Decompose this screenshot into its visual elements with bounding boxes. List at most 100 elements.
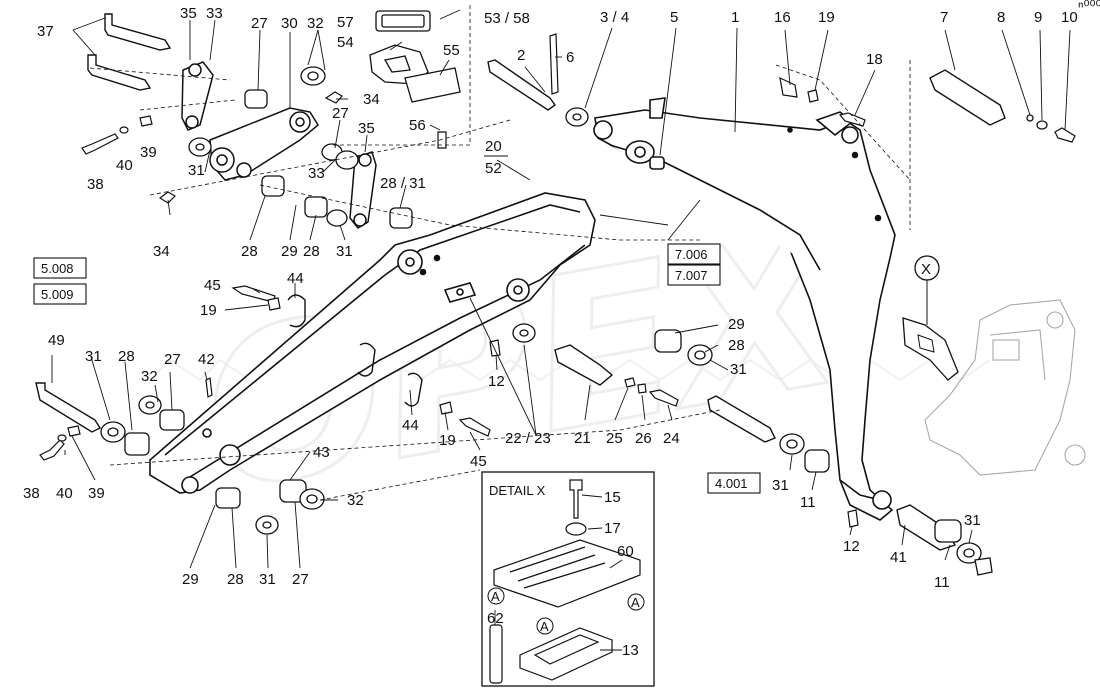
callout-57: 57 xyxy=(337,14,354,31)
callout-28: 28 xyxy=(241,243,258,260)
reference-boxes xyxy=(33,243,761,494)
callout-31: 31 xyxy=(188,162,205,179)
callout-11: 11 xyxy=(934,574,950,591)
callout-33: 33 xyxy=(308,165,325,182)
callout-31: 31 xyxy=(772,477,789,494)
callout-62: 62 xyxy=(487,610,504,627)
callout-20: 20 xyxy=(485,138,502,155)
callout-8: 8 xyxy=(997,9,1005,26)
callout-35: 35 xyxy=(180,5,197,22)
callout-45: 45 xyxy=(470,453,487,470)
callout-24: 24 xyxy=(663,430,680,447)
callout-9: 9 xyxy=(1034,9,1042,26)
callout-6: 6 xyxy=(566,49,574,66)
callout-28: 28 xyxy=(118,348,135,365)
guard-parts xyxy=(369,10,461,103)
callout-7: 7 xyxy=(940,9,948,26)
callout-32: 32 xyxy=(307,15,324,32)
callout-43: 43 xyxy=(313,444,330,461)
callout-27: 27 xyxy=(332,105,349,122)
view-mark-a-3: A xyxy=(631,595,640,610)
callout-26: 26 xyxy=(635,430,652,447)
view-mark-a-2: A xyxy=(540,619,549,634)
view-mark-a-1: A xyxy=(491,589,500,604)
callout-10: 10 xyxy=(1061,9,1078,26)
callout-30: 30 xyxy=(281,15,298,32)
ref-box-4001: 4.001 xyxy=(715,476,748,491)
bucket-ghost xyxy=(924,299,1086,476)
callout-40: 40 xyxy=(116,157,133,174)
callout-28-31: 28 / 31 xyxy=(380,175,426,192)
callout-40: 40 xyxy=(56,485,73,502)
callout-16: 16 xyxy=(774,9,791,26)
callout-31: 31 xyxy=(259,571,276,588)
callout-32: 32 xyxy=(141,368,158,385)
callout-1: 1 xyxy=(731,9,739,26)
main-boom xyxy=(593,97,896,521)
detail-x-marker-text: X xyxy=(921,261,931,278)
callout-38: 38 xyxy=(87,176,104,193)
callout-31: 31 xyxy=(336,243,353,260)
callout-60: 60 xyxy=(617,543,634,560)
detail-x-marker: X xyxy=(902,255,959,381)
callout-45: 45 xyxy=(204,277,221,294)
ref-box-7006: 7.006 xyxy=(675,247,708,262)
callout-32: 32 xyxy=(347,492,364,509)
callout-39: 39 xyxy=(140,144,157,161)
dipper-arm xyxy=(149,192,596,494)
callout-27: 27 xyxy=(251,15,268,32)
callout-37: 37 xyxy=(37,23,54,40)
callout-29: 29 xyxy=(182,571,199,588)
callout-29: 29 xyxy=(728,316,745,333)
callout-19: 19 xyxy=(818,9,835,26)
detail-x-box: DETAIL X A A A xyxy=(481,471,655,687)
callout-39: 39 xyxy=(88,485,105,502)
callout-29: 29 xyxy=(281,243,298,260)
linkage-assembly xyxy=(181,61,377,229)
callout-52: 52 xyxy=(485,160,502,177)
callout-54: 54 xyxy=(337,34,354,51)
callout-21: 21 xyxy=(574,430,591,447)
callout-27: 27 xyxy=(164,351,181,368)
detail-x-title: DETAIL X xyxy=(489,483,546,498)
callout-44: 44 xyxy=(287,270,304,287)
callout-42: 42 xyxy=(198,351,215,368)
callout-49: 49 xyxy=(48,332,65,349)
callout-17: 17 xyxy=(604,520,621,537)
callout-28: 28 xyxy=(227,571,244,588)
callout-13: 13 xyxy=(622,642,639,659)
callout-19: 19 xyxy=(439,432,456,449)
leader-lines xyxy=(51,9,1071,651)
callout-12: 12 xyxy=(488,373,505,390)
callout-34: 34 xyxy=(363,91,380,108)
callout-28: 28 xyxy=(303,243,320,260)
callout-31: 31 xyxy=(85,348,102,365)
ref-box-7007: 7.007 xyxy=(675,268,708,283)
callout-31: 31 xyxy=(730,361,747,378)
callout-38: 38 xyxy=(23,485,40,502)
callout-11: 11 xyxy=(800,494,816,511)
callout-2: 2 xyxy=(517,47,525,64)
ref-box-5009: 5.009 xyxy=(41,287,74,302)
callout-31: 31 xyxy=(964,512,981,529)
bushes-and-washers xyxy=(100,66,1048,576)
callout-27: 27 xyxy=(292,571,309,588)
callout-3-4: 3 / 4 xyxy=(600,9,629,26)
fasteners xyxy=(39,33,1076,528)
callout-28: 28 xyxy=(728,337,745,354)
callout-41: 41 xyxy=(890,549,907,566)
callout-15: 15 xyxy=(604,489,621,506)
ref-box-5008: 5.008 xyxy=(41,261,74,276)
callout-55: 55 xyxy=(443,42,460,59)
callout-19: 19 xyxy=(200,302,217,319)
page-marker: ⁿ⁰⁰⁰ xyxy=(1078,0,1100,15)
hose-clamps xyxy=(287,294,423,407)
callout-35: 35 xyxy=(358,120,375,137)
callout-22-23: 22 / 23 xyxy=(505,430,551,447)
callout-44: 44 xyxy=(402,417,419,434)
alignment-lines xyxy=(89,5,911,501)
callout-53-58: 53 / 58 xyxy=(484,10,530,27)
callout-12: 12 xyxy=(843,538,860,555)
